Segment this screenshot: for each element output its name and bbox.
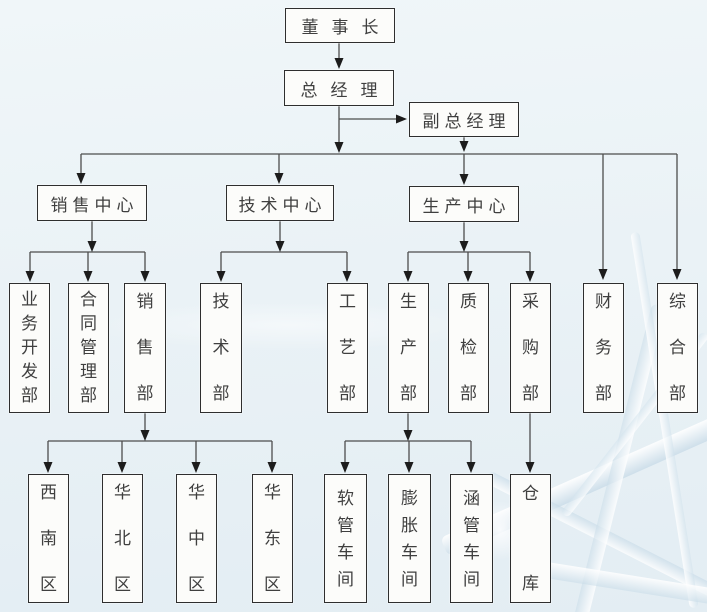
node-general-manager: 总经理: [284, 70, 394, 106]
node-production-center: 生产中心: [409, 186, 519, 222]
node-general-affairs-dept-label: 综合部: [669, 292, 686, 403]
node-chairman-label: 董事长: [301, 18, 392, 37]
node-general-affairs-dept: 综合部: [657, 283, 698, 413]
node-north-china-region: 华北区: [102, 474, 143, 603]
node-deputy-general-manager-label: 副总经理: [422, 112, 511, 131]
node-deputy-general-manager: 副总经理: [409, 102, 519, 137]
node-north-china-region-label: 华北区: [114, 482, 131, 594]
node-sales-dept: 销售部: [124, 283, 166, 413]
node-quality-dept-label: 质检部: [460, 292, 477, 403]
node-process-dept: 工艺部: [327, 283, 368, 413]
node-southwest-region-label: 西南区: [40, 482, 57, 594]
node-central-china-region: 华中区: [176, 474, 217, 603]
node-east-china-region-label: 华东区: [264, 482, 281, 594]
node-tech-center: 技术中心: [226, 185, 334, 221]
node-finance-dept-label: 财务部: [595, 292, 612, 403]
node-technical-dept: 技术部: [200, 283, 242, 413]
node-sales-center-label: 销售中心: [50, 195, 139, 215]
node-quality-dept: 质检部: [448, 283, 489, 413]
node-business-dev-dept: 业务开发部: [9, 283, 50, 413]
node-purchasing-dept-label: 采购部: [522, 292, 539, 403]
node-expansion-workshop: 膨胀车间: [388, 474, 431, 603]
node-warehouse: 仓库: [510, 474, 551, 603]
node-culvert-workshop-label: 涵管车间: [463, 488, 480, 589]
node-contract-mgmt-dept: 合同管理部: [68, 283, 109, 413]
node-general-manager-label: 总经理: [300, 80, 391, 100]
node-east-china-region: 华东区: [252, 474, 293, 603]
node-contract-mgmt-dept-label: 合同管理部: [80, 290, 97, 405]
node-sales-dept-label: 销售部: [136, 292, 154, 403]
node-purchasing-dept: 采购部: [510, 283, 551, 413]
node-chairman: 董事长: [285, 8, 395, 43]
node-tech-center-label: 技术中心: [238, 195, 327, 215]
node-production-dept-label: 生产部: [400, 292, 417, 403]
node-warehouse-label: 仓库: [522, 483, 539, 593]
connector-lines: [29, 43, 678, 464]
node-technical-dept-label: 技术部: [212, 292, 230, 403]
connector-arrowheads: [25, 58, 682, 473]
node-southwest-region: 西南区: [28, 474, 69, 603]
node-expansion-workshop-label: 膨胀车间: [401, 488, 418, 589]
node-culvert-workshop: 涵管车间: [450, 474, 493, 603]
node-central-china-region-label: 华中区: [188, 482, 205, 594]
node-sales-center: 销售中心: [37, 185, 147, 221]
node-finance-dept: 财务部: [583, 283, 624, 413]
node-process-dept-label: 工艺部: [339, 292, 356, 403]
node-hose-workshop-label: 软管车间: [337, 488, 354, 589]
node-hose-workshop: 软管车间: [324, 474, 367, 603]
node-business-dev-dept-label: 业务开发部: [21, 290, 38, 405]
node-production-dept: 生产部: [388, 283, 429, 413]
node-production-center-label: 生产中心: [422, 196, 511, 216]
